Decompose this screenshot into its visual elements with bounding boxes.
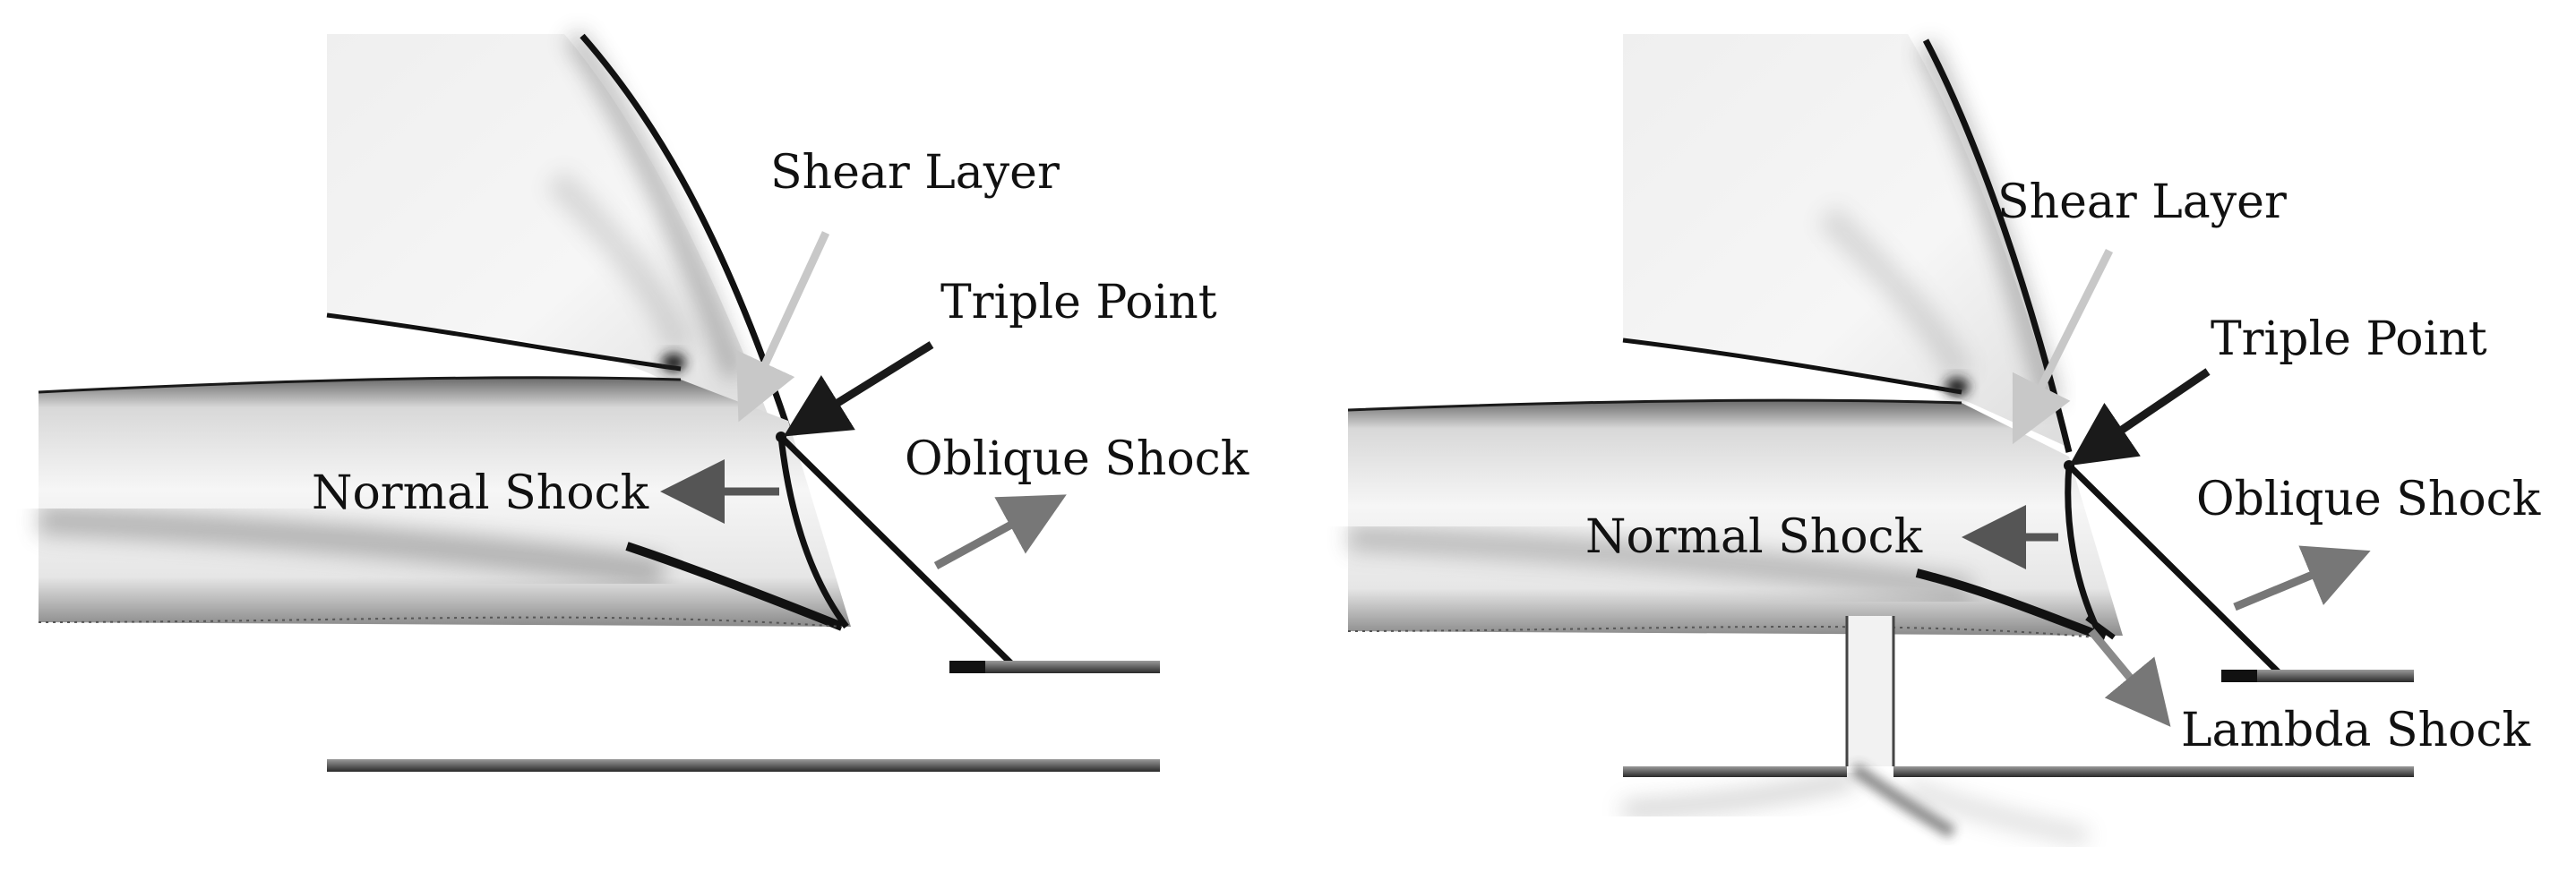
right-bleed-slot (1622, 616, 2089, 845)
right-lambda-shock-label: Lambda Shock (2181, 704, 2530, 757)
right-oblique-shock-label: Oblique Shock (2196, 473, 2541, 526)
right-normal-shock-label: Normal Shock (1585, 510, 1923, 564)
right-lambda-shock-arrow (2088, 628, 2171, 727)
left-panel: Shear Layer Triple Point Normal Shock Ob… (38, 30, 1249, 772)
right-shear-layer-arrow (2012, 248, 2114, 445)
left-upper-plume (326, 30, 792, 432)
right-lower-walls (1623, 670, 2414, 777)
right-triple-point-label: Triple Point (2211, 312, 2487, 366)
left-triple-point-arrow (783, 341, 934, 437)
right-triple-point-arrow (2069, 368, 2211, 466)
right-shock-system (2064, 460, 2282, 676)
left-shear-layer-arrow (735, 231, 830, 423)
right-shear-layer-label: Shear Layer (1997, 175, 2287, 229)
right-upper-plume (1622, 34, 2073, 453)
left-jet-stream (38, 376, 851, 631)
right-jet-stream (1347, 398, 2123, 642)
left-shear-layer-label: Shear Layer (770, 146, 1060, 200)
left-triple-point-label: Triple Point (940, 276, 1217, 329)
left-normal-shock-label: Normal Shock (312, 466, 649, 520)
left-lower-walls (327, 661, 1160, 772)
left-oblique-shock-label: Oblique Shock (905, 432, 1249, 486)
right-panel: Shear Layer Triple Point Normal Shock Ob… (1347, 34, 2541, 845)
left-oblique-shock-arrow (933, 494, 1067, 569)
right-oblique-shock-arrow (2233, 545, 2371, 611)
